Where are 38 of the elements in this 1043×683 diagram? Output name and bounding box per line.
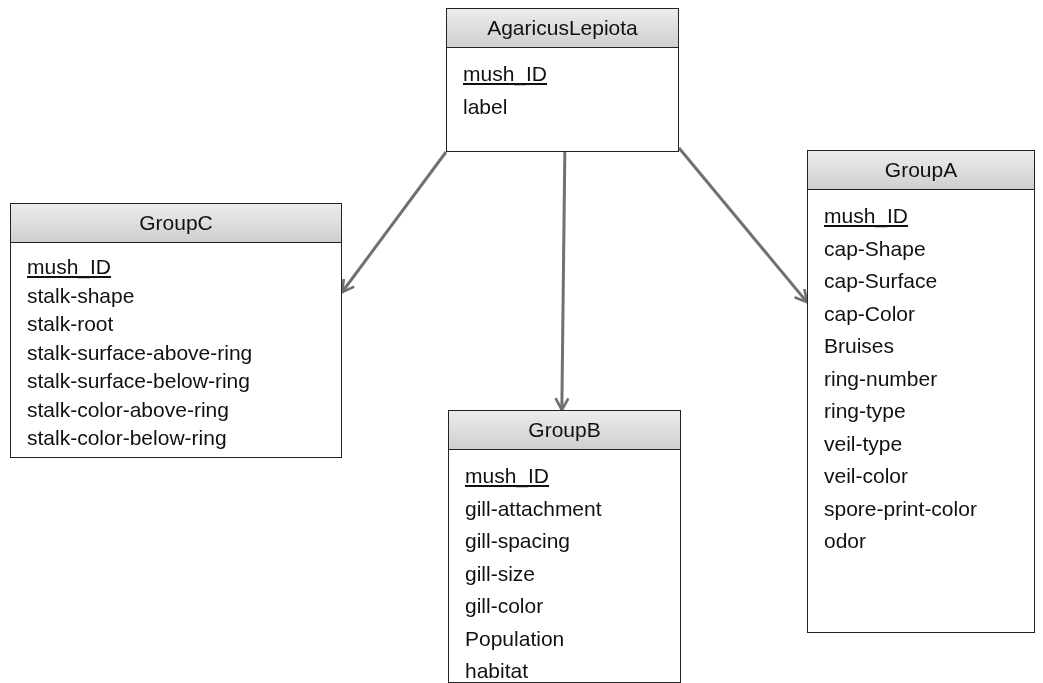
field-name: Population <box>465 625 565 652</box>
field-name: stalk-color-below-ring <box>27 425 227 451</box>
field-name: Bruises <box>824 333 895 359</box>
table-header: GroupA <box>808 151 1034 190</box>
primary-key-field: mush_ID <box>463 58 548 91</box>
field-name: stalk-surface-below-ring <box>27 368 250 394</box>
field-name: gill-size <box>465 560 535 587</box>
field-name: cap-Shape <box>824 235 926 262</box>
arrow <box>554 152 570 412</box>
field-name: veil-color <box>824 463 909 489</box>
field-name: stalk-color-above-ring <box>27 396 229 423</box>
field-name: ring-number <box>824 365 938 392</box>
field-name: label <box>463 93 508 120</box>
table-box <box>807 150 1035 633</box>
field-name: gill-spacing <box>465 528 571 554</box>
field-name: ring-type <box>824 398 906 424</box>
arrow <box>340 151 448 294</box>
field-name: cap-Surface <box>824 268 938 294</box>
field-name: spore-print-color <box>824 495 977 522</box>
primary-key-field: mush_ID <box>824 200 909 233</box>
field-name: stalk-surface-above-ring <box>27 339 253 366</box>
field-name: veil-type <box>824 430 903 457</box>
table-header: GroupB <box>449 411 680 450</box>
field-name: habitat <box>465 658 529 683</box>
field-name: cap-Color <box>824 300 916 327</box>
field-name: odor <box>824 528 867 554</box>
primary-key-field: mush_ID <box>27 253 112 282</box>
table-header: GroupC <box>11 204 341 243</box>
table-box <box>448 410 681 683</box>
arrow <box>677 147 809 304</box>
primary-key-field: mush_ID <box>465 460 550 493</box>
table-box <box>10 203 342 458</box>
table-header: AgaricusLepiota <box>447 9 678 48</box>
table-box <box>446 8 679 152</box>
field-name: gill-attachment <box>465 495 602 522</box>
field-name: gill-color <box>465 593 544 619</box>
field-name: stalk-root <box>27 311 114 337</box>
field-name: stalk-shape <box>27 282 135 309</box>
